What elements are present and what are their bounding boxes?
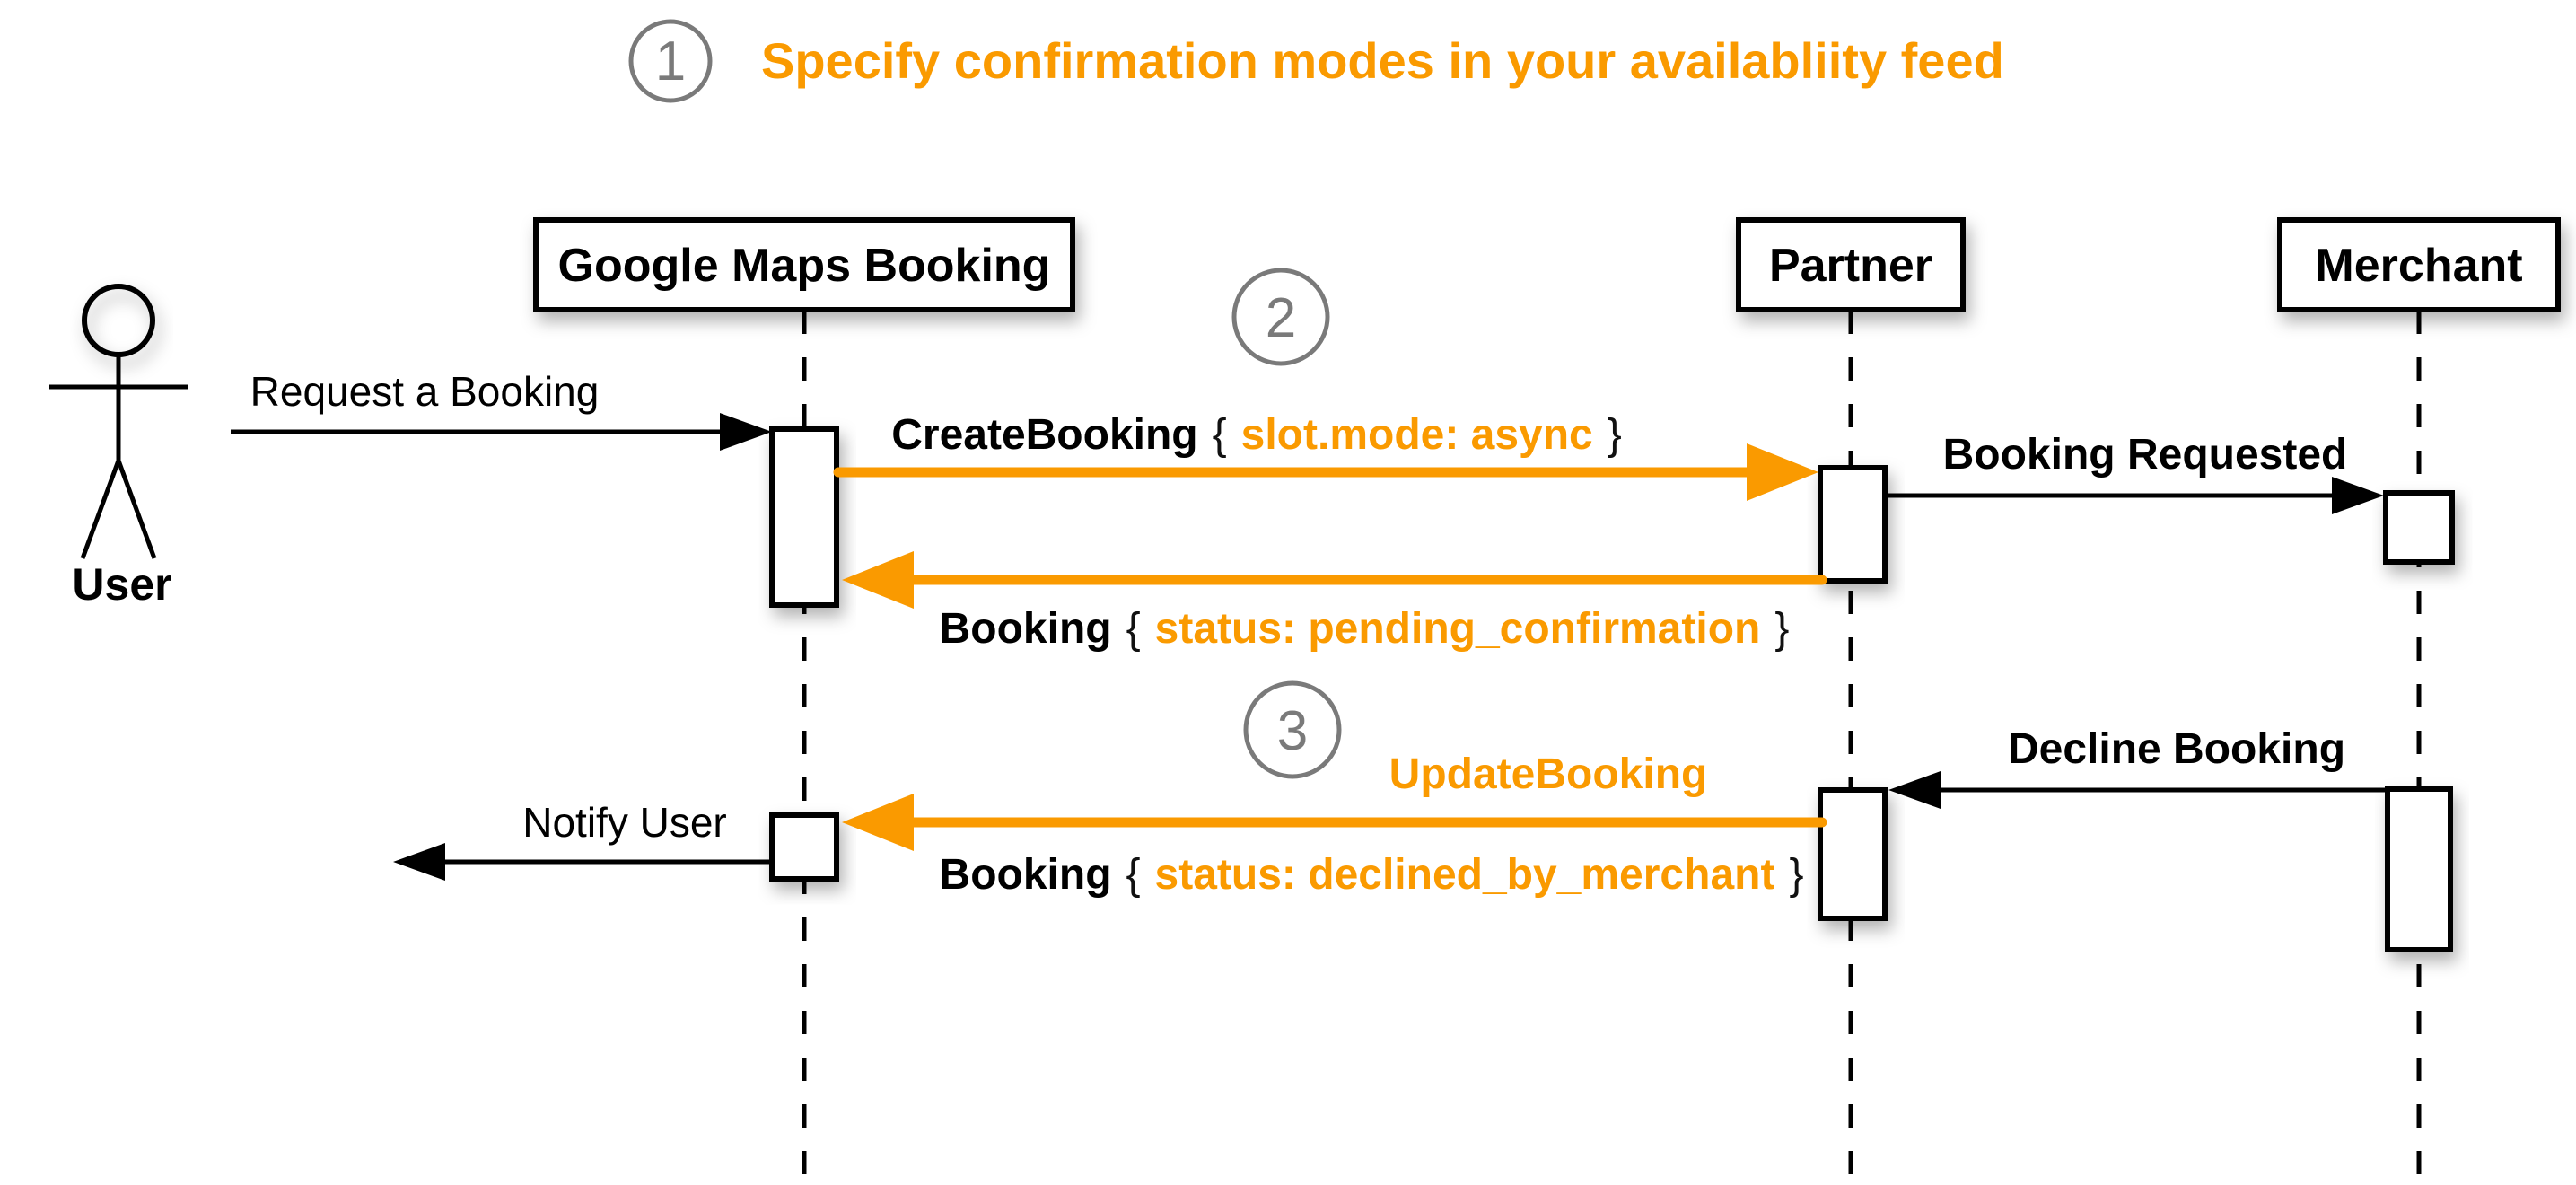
notify-user-label: Notify User bbox=[522, 799, 726, 846]
user-actor bbox=[49, 284, 188, 559]
step-2-badge bbox=[1231, 268, 1330, 366]
update-booking-label: UpdateBooking bbox=[1389, 750, 1708, 798]
step-3-badge bbox=[1243, 680, 1342, 779]
brace-close: } bbox=[1789, 851, 1803, 899]
participant-box-merchant bbox=[2277, 217, 2561, 312]
step-2-number: 2 bbox=[1266, 287, 1296, 349]
participant-label-merchant: Merchant bbox=[2315, 240, 2522, 292]
create-booking-param: slot.mode: async bbox=[1241, 411, 1593, 459]
booking-pending-param: status: pending_confirmation bbox=[1155, 605, 1761, 653]
create-booking-name: CreateBooking bbox=[891, 411, 1197, 459]
user-actor-head bbox=[82, 284, 155, 357]
create-booking-arrowhead bbox=[1747, 443, 1818, 501]
update-booking-arrowhead bbox=[842, 794, 914, 851]
notify-user-arrowhead bbox=[393, 843, 445, 881]
booking-declined-param: status: declined_by_merchant bbox=[1155, 851, 1775, 899]
activation-partner-1 bbox=[1818, 465, 1888, 584]
booking-requested-arrowhead bbox=[2332, 477, 2384, 514]
page-title: Specify confirmation modes in your avail… bbox=[761, 32, 2004, 89]
decline-booking-arrowhead bbox=[1888, 771, 1941, 809]
activation-gmb-2 bbox=[769, 812, 839, 882]
booking-declined-name: Booking bbox=[940, 851, 1112, 899]
decline-booking-label: Decline Booking bbox=[2008, 725, 2345, 773]
booking-pending-arrowhead bbox=[842, 551, 914, 609]
brace-open: { bbox=[1126, 605, 1141, 653]
create-booking-label: CreateBooking { slot.mode: async} bbox=[891, 411, 1622, 459]
participant-label-google-maps-booking: Google Maps Booking bbox=[558, 240, 1051, 292]
booking-pending-label: Booking { status: pending_confirmation} bbox=[940, 605, 1790, 653]
step-1-badge bbox=[628, 19, 713, 103]
brace-close: } bbox=[1774, 605, 1789, 653]
user-actor-leg-right bbox=[116, 460, 157, 559]
request-booking-arrowhead bbox=[720, 413, 772, 451]
participant-box-partner bbox=[1736, 217, 1966, 312]
participant-label-partner: Partner bbox=[1769, 240, 1932, 292]
user-label: User bbox=[72, 559, 171, 610]
activation-partner-2 bbox=[1818, 787, 1888, 921]
booking-declined-label: Booking { status: declined_by_merchant} bbox=[940, 851, 1804, 899]
brace-open: { bbox=[1126, 851, 1141, 899]
step-3-number: 3 bbox=[1277, 700, 1308, 762]
brace-close: } bbox=[1608, 411, 1622, 459]
step-1-number: 1 bbox=[655, 31, 686, 92]
brace-open: { bbox=[1213, 411, 1227, 459]
participant-box-google-maps-booking bbox=[533, 217, 1075, 312]
booking-pending-name: Booking bbox=[940, 605, 1112, 653]
user-actor-leg-left bbox=[80, 460, 121, 559]
booking-requested-label: Booking Requested bbox=[1943, 431, 2348, 478]
activation-gmb-1 bbox=[769, 426, 839, 608]
activation-merchant-1 bbox=[2383, 490, 2455, 565]
request-booking-label: Request a Booking bbox=[250, 368, 600, 415]
activation-merchant-2 bbox=[2385, 786, 2453, 952]
